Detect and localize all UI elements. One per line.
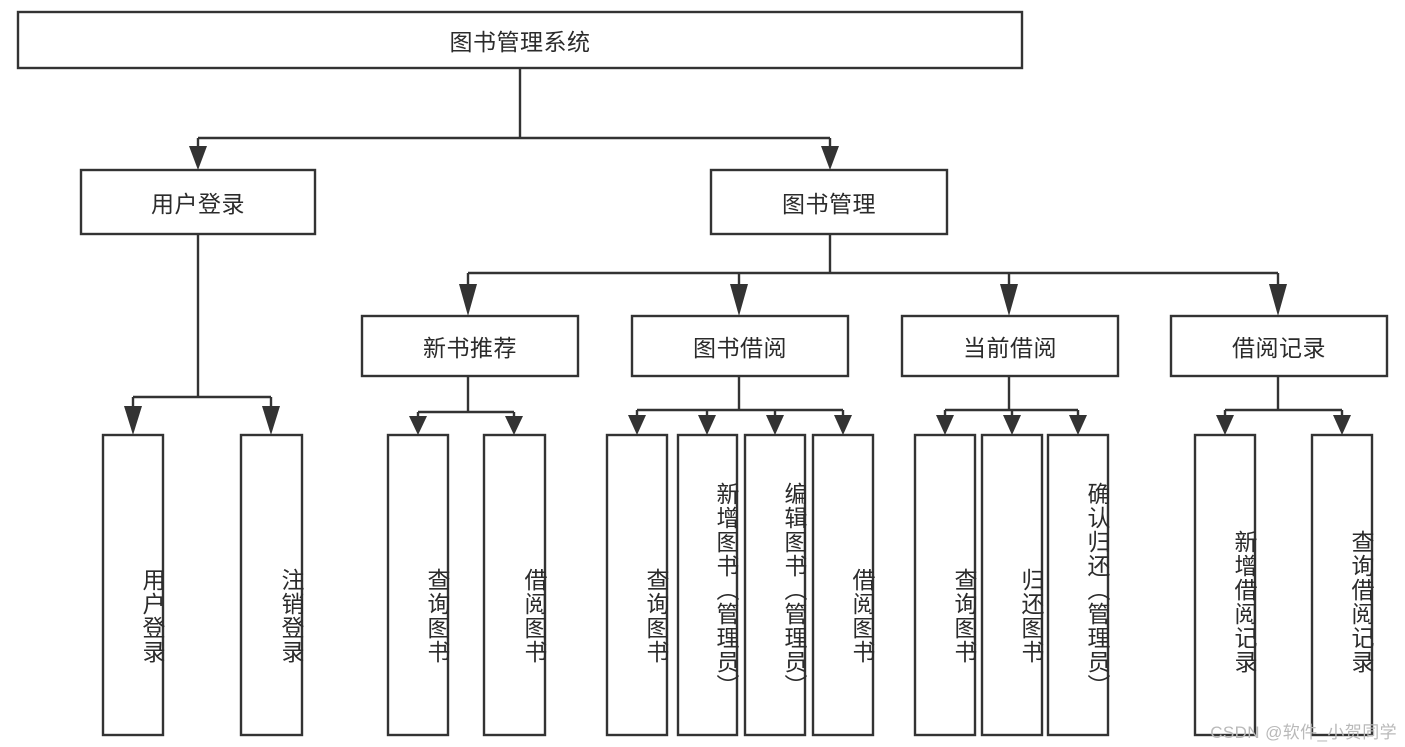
arrowhead-leaf-add-book xyxy=(698,415,716,435)
arrowhead-current-borrow xyxy=(1000,284,1018,316)
arrowhead-leaf-borrow-book-1 xyxy=(505,416,523,435)
arrowhead-book-borrow xyxy=(730,284,748,316)
arrowhead-borrow-record xyxy=(1269,284,1287,316)
leaf-box-edit-book[interactable] xyxy=(743,433,807,737)
leaf-box-query-record[interactable] xyxy=(1310,433,1374,737)
arrowhead-leaf-query-book-1 xyxy=(409,416,427,435)
node-borrow-record-box[interactable] xyxy=(1169,314,1389,378)
leaf-box-user-login[interactable] xyxy=(101,433,165,737)
arrowhead-leaf-query-book-2 xyxy=(628,415,646,435)
leaf-box-query-book-1[interactable] xyxy=(386,433,450,737)
node-book-borrow-box[interactable] xyxy=(630,314,850,378)
leaf-box-query-book-3[interactable] xyxy=(913,433,977,737)
node-new-book-recommend-box[interactable] xyxy=(360,314,580,378)
leaf-box-add-book[interactable] xyxy=(676,433,739,737)
node-book-management-box[interactable] xyxy=(709,168,949,236)
leaf-box-confirm-return[interactable] xyxy=(1046,433,1110,737)
node-user-login-box[interactable] xyxy=(79,168,317,236)
arrowhead-leaf-user-login xyxy=(124,406,142,435)
node-root-box[interactable] xyxy=(16,10,1024,70)
leaf-box-return-book[interactable] xyxy=(980,433,1044,737)
arrowhead-leaf-add-record xyxy=(1216,415,1234,435)
leaf-box-borrow-book-2[interactable] xyxy=(811,433,875,737)
leaf-box-query-book-2[interactable] xyxy=(605,433,669,737)
arrowhead-leaf-query-record xyxy=(1333,415,1351,435)
csdn-watermark: CSDN @软件_小贺同学 xyxy=(1210,723,1397,742)
arrowhead-leaf-query-book-3 xyxy=(936,415,954,435)
node-current-borrow-box[interactable] xyxy=(900,314,1120,378)
arrowhead-leaf-confirm-return xyxy=(1069,415,1087,435)
arrowhead-user-login xyxy=(189,146,207,170)
arrowhead-leaf-logout-login xyxy=(262,406,280,435)
arrowhead-leaf-return-book xyxy=(1003,415,1021,435)
leaf-box-add-record[interactable] xyxy=(1193,433,1257,737)
leaf-box-logout-login[interactable] xyxy=(239,433,304,737)
leaf-box-borrow-book-1[interactable] xyxy=(482,433,547,737)
arrowhead-leaf-borrow-book-2 xyxy=(834,415,852,435)
arrowhead-book-management xyxy=(821,146,839,170)
arrowhead-leaf-edit-book xyxy=(766,415,784,435)
arrowhead-new-book-recommend xyxy=(459,284,477,316)
